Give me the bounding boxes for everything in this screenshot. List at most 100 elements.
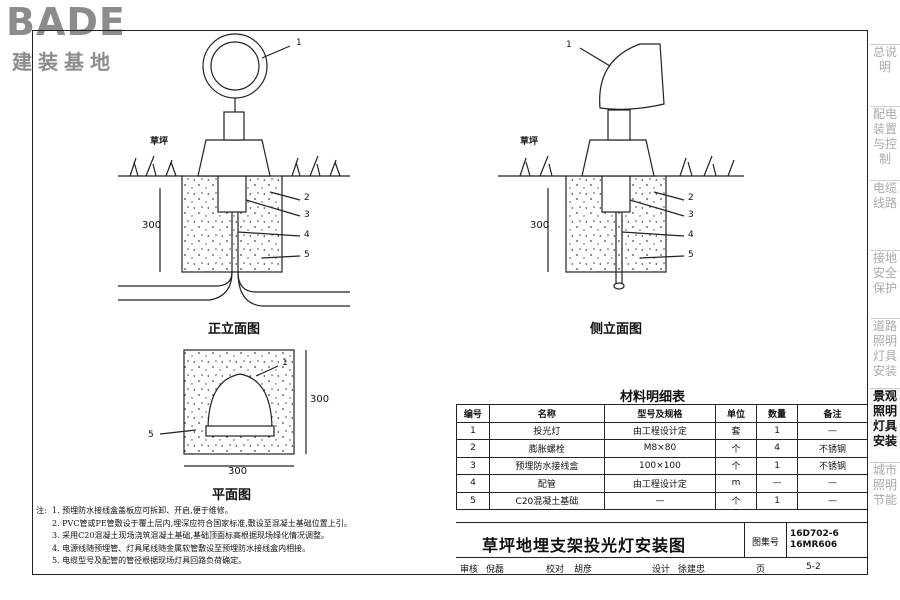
side-callout-2: 2 (688, 193, 694, 203)
side-depth-dimension: 300 (530, 220, 550, 231)
table-cell: 膨胀螺栓 (488, 439, 605, 458)
atlas-number-1: 16D702-6 (790, 529, 839, 539)
front-callout-5: 5 (304, 250, 310, 260)
design-name: 徐建忠 (678, 565, 706, 575)
table-cell: 1 (756, 421, 799, 440)
review-label: 审核 (460, 565, 479, 575)
material-table-title: 材料明细表 (620, 390, 686, 405)
front-callout-1: 1 (296, 38, 302, 48)
atlas-number: 16D702-6 16MR606 (790, 529, 839, 551)
sidebar-item-label: 道路照明灯具安装 (872, 319, 897, 378)
table-cell: — (797, 421, 868, 440)
table-cell: 1 (756, 456, 799, 475)
notes-heading: 注: (36, 506, 47, 515)
sidebar-item-distribution[interactable]: 配电装置与控制 (870, 106, 900, 167)
table-cell: 个 (714, 491, 758, 510)
sidebar-item-label: 城市照明节能 (872, 463, 897, 507)
table-cell: 不锈钢 (797, 439, 868, 458)
plan-view-title: 平面图 (212, 488, 252, 503)
sidebar-item-label: 配电装置与控制 (872, 107, 897, 166)
front-view-title: 正立面图 (208, 322, 261, 337)
drawing-title: 草坪地埋支架投光灯安装图 (482, 536, 687, 555)
table-cell: C20混凝土基础 (488, 491, 605, 510)
column-header: 备注 (797, 404, 868, 423)
sidebar-item-landscape-lighting[interactable]: 景观照明灯具安装 (870, 388, 900, 449)
sidebar-item-cable[interactable]: 电缆线路 (870, 180, 900, 211)
table-cell: 套 (714, 421, 758, 440)
table-cell: — (756, 474, 799, 493)
title-block: 草坪地埋支架投光灯安装图 图集号 16D702-6 16MR606 审核 倪磊 … (456, 522, 868, 575)
table-cell: 由工程设计定 (603, 421, 716, 440)
page-label: 页 (756, 565, 766, 575)
sidebar-item-label: 景观照明灯具安装 (872, 389, 897, 448)
table-cell: 100×100 (603, 456, 716, 475)
check-name: 胡彦 (574, 565, 593, 575)
sidebar-item-label: 电缆线路 (872, 181, 897, 210)
table-cell: 配管 (488, 474, 605, 493)
sidebar-item-label: 接地安全保护 (872, 251, 897, 295)
front-callout-4: 4 (304, 230, 310, 240)
table-cell: 投光灯 (488, 421, 605, 440)
table-cell: — (603, 491, 716, 510)
table-cell: m (714, 474, 758, 493)
table-header-row: 编号 名称 型号及规格 单位 数量 备注 (456, 404, 868, 423)
column-header: 名称 (488, 404, 605, 423)
table-cell: 4 (456, 474, 490, 493)
design-label: 设计 (652, 565, 671, 575)
front-callout-2: 2 (304, 193, 310, 203)
side-view-title: 侧立面图 (590, 322, 643, 337)
side-callout-1: 1 (566, 40, 572, 50)
plan-callout-1: 1 (282, 358, 288, 368)
table-cell: 2 (456, 439, 490, 458)
drawing-frame (32, 30, 868, 575)
table-cell: 3 (456, 456, 490, 475)
atlas-label: 图集号 (752, 538, 780, 548)
table-cell: 不锈钢 (797, 456, 868, 475)
plan-view-drawing (159, 349, 307, 467)
sidebar-item-energy-saving[interactable]: 城市照明节能 (870, 462, 900, 508)
note-line: 5. 电缆型号及配管的管径根据现场灯具回路负荷确定。 (52, 556, 247, 565)
table-cell: 个 (714, 456, 758, 475)
note-line: 3. 采用C20混凝土现场浇筑混凝土基础,基础顶面标高根据现场绿化情况调整。 (52, 531, 330, 540)
table-cell: — (797, 491, 868, 510)
sidebar-item-road-lighting[interactable]: 道路照明灯具安装 (870, 318, 900, 379)
sidebar-item-general[interactable]: 总说明 (870, 44, 900, 75)
plan-callout-5: 5 (148, 430, 154, 440)
table-cell: 1 (456, 421, 490, 440)
atlas-number-2: 16MR606 (790, 540, 838, 550)
signature-row: 审核 倪磊 校对 胡彦 设计 徐建忠 页 5-2 (456, 557, 868, 577)
table-cell: 个 (714, 439, 758, 458)
column-header: 编号 (456, 404, 490, 423)
page-number: 5-2 (806, 562, 821, 572)
side-callout-3: 3 (688, 210, 694, 220)
plan-height-dimension: 300 (310, 394, 330, 405)
logo-subtitle: 建装基地 (12, 50, 116, 74)
table-cell: 1 (756, 491, 799, 510)
front-grass-label: 草坪 (150, 137, 169, 147)
table-cell: 预埋防水接线盒 (488, 456, 605, 475)
table-cell: — (797, 474, 868, 493)
side-grass-label: 草坪 (520, 137, 539, 147)
front-callout-3: 3 (304, 210, 310, 220)
sidebar-item-grounding[interactable]: 接地安全保护 (870, 250, 900, 296)
check-label: 校对 (546, 565, 565, 575)
front-view-drawing (118, 33, 350, 307)
side-view-drawing (498, 43, 744, 290)
note-line: 2. PVC管或PE管敷设于覆土层内,埋深应符合国家标准,敷设至混凝土基础位置上… (52, 518, 352, 528)
sidebar-item-label: 总说明 (872, 45, 897, 74)
column-header: 数量 (756, 404, 799, 423)
logo-wordmark: BADE (6, 0, 126, 44)
table-cell: 5 (456, 491, 490, 510)
table-cell: 4 (756, 439, 799, 458)
table-cell: M8×80 (603, 439, 716, 458)
note-line: 4. 电源线随预埋管、灯具尾线随金属软管敷设至预埋防水接线盒内相接。 (52, 543, 311, 553)
bade-logo: BADE 建装基地 (6, 0, 156, 74)
column-header: 单位 (714, 404, 758, 423)
